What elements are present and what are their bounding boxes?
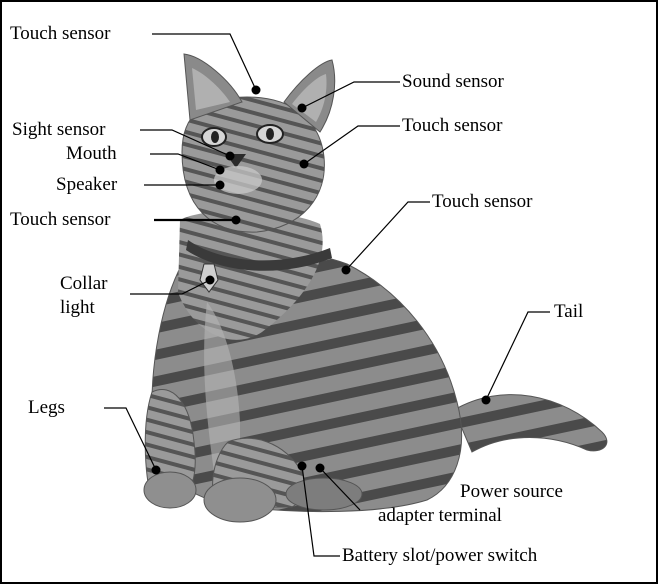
dot-tail xyxy=(482,396,491,405)
leader-touch-back xyxy=(346,202,430,270)
label-tail: Tail xyxy=(554,302,583,322)
dot-touch-top xyxy=(252,86,261,95)
label-speaker: Speaker xyxy=(56,175,117,195)
leader-tail xyxy=(486,312,550,400)
label-battery-slot: Battery slot/power switch xyxy=(342,546,537,566)
dot-mouth xyxy=(216,166,225,175)
label-touch-sensor-chin: Touch sensor xyxy=(10,210,111,230)
label-touch-sensor-cheek: Touch sensor xyxy=(402,116,503,136)
cat-paw-left xyxy=(144,472,196,508)
label-power-source-line2: adapter terminal xyxy=(378,506,502,526)
label-power-source-line1: Power source xyxy=(460,482,563,502)
cat-paw-right xyxy=(204,478,276,522)
dot-speaker xyxy=(216,181,225,190)
dot-power xyxy=(316,464,325,473)
dot-legs xyxy=(152,466,161,475)
label-collar-light-line2: light xyxy=(60,298,95,318)
label-sight-sensor: Sight sensor xyxy=(12,120,105,140)
dot-touch-chin xyxy=(232,216,241,225)
dot-sight xyxy=(226,152,235,161)
dot-sound xyxy=(298,104,307,113)
cat-tail xyxy=(454,395,607,452)
cat-hind-paw xyxy=(286,478,362,510)
label-sound-sensor: Sound sensor xyxy=(402,72,504,92)
label-legs: Legs xyxy=(28,398,65,418)
dot-touch-cheek xyxy=(300,160,309,169)
dot-battery xyxy=(298,462,307,471)
dot-touch-back xyxy=(342,266,351,275)
label-mouth: Mouth xyxy=(66,144,117,164)
dot-collar xyxy=(206,276,215,285)
label-touch-sensor-back: Touch sensor xyxy=(432,192,533,212)
label-collar-light-line1: Collar xyxy=(60,274,108,294)
label-touch-sensor-top: Touch sensor xyxy=(10,24,111,44)
